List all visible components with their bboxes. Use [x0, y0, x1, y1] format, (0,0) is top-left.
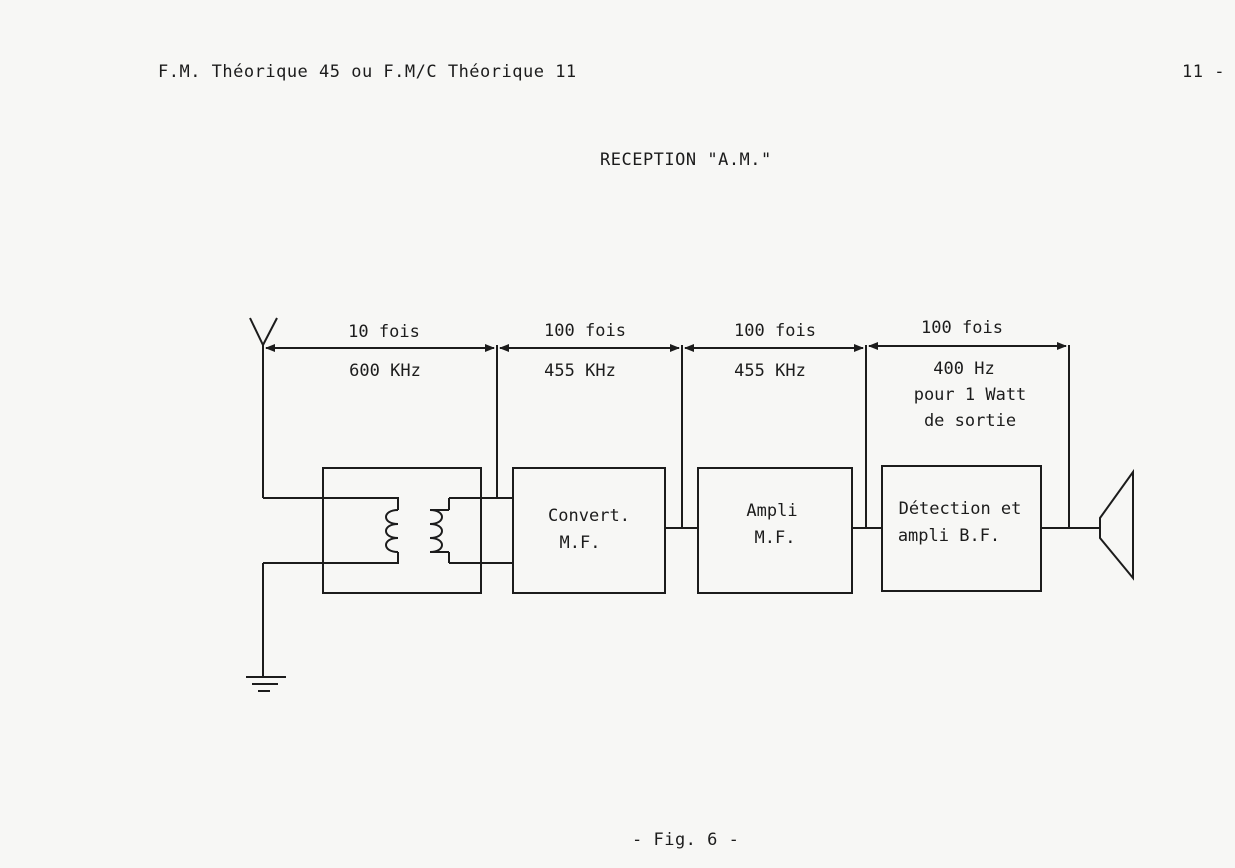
transformer-coil-icon — [323, 497, 481, 564]
tap-lines — [496, 345, 1070, 528]
convert-mf-label-line-2: M.F. — [560, 533, 601, 553]
header-left: F.M. Théorique 45 ou F.M/C Théorique 11 — [158, 62, 577, 82]
page-title: RECEPTION "A.M." — [600, 150, 772, 170]
stage-2-freq: 455 KHz — [544, 361, 616, 381]
convert-mf-block — [512, 467, 666, 594]
antenna-icon — [249, 317, 278, 498]
speaker-icon — [1099, 468, 1134, 581]
stage-4-gain: 100 fois — [921, 318, 1003, 338]
ground-icon — [246, 563, 286, 692]
dimension-arrows — [265, 342, 1067, 352]
stage-3-freq: 455 KHz — [734, 361, 806, 381]
stage-1-freq: 600 KHz — [349, 361, 421, 381]
ampli-mf-label-line-1: Ampli — [746, 501, 797, 521]
stage-2-gain: 100 fois — [544, 321, 626, 341]
stage-1-gain: 10 fois — [348, 322, 420, 342]
convert-mf-label-line-1: Convert. — [548, 506, 630, 526]
stage-4-freq-line-1: 400 Hz — [933, 359, 994, 379]
detection-bf-label-line-2: ampli B.F. — [898, 526, 1000, 546]
stage-4-freq-line-2: pour 1 Watt — [914, 385, 1027, 405]
figure-caption: - Fig. 6 - — [632, 830, 740, 850]
ampli-mf-label-line-2: M.F. — [755, 528, 796, 548]
detection-bf-block — [881, 465, 1042, 592]
stage-4-freq-line-3: de sortie — [924, 411, 1016, 431]
page-number: 11 - — [1182, 62, 1225, 82]
detection-bf-label-line-1: Détection et — [899, 499, 1022, 519]
ampli-mf-block — [697, 467, 853, 594]
wire-transformer-convert — [481, 497, 513, 564]
transformer-block — [322, 467, 482, 594]
input-wiring — [263, 497, 323, 564]
stage-3-gain: 100 fois — [734, 321, 816, 341]
